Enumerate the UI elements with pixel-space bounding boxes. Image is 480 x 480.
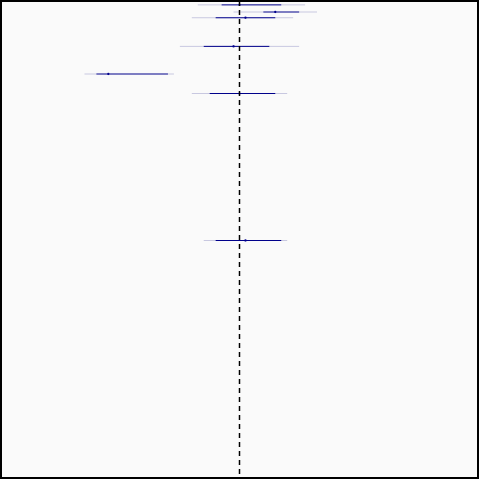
estimate-point-0-3: [232, 45, 235, 48]
estimate-point-0-4: [107, 72, 110, 76]
estimate-point-0-2: [244, 16, 247, 19]
estimate-point-0-1: [274, 10, 277, 14]
estimate-point-0-6: [244, 239, 247, 242]
